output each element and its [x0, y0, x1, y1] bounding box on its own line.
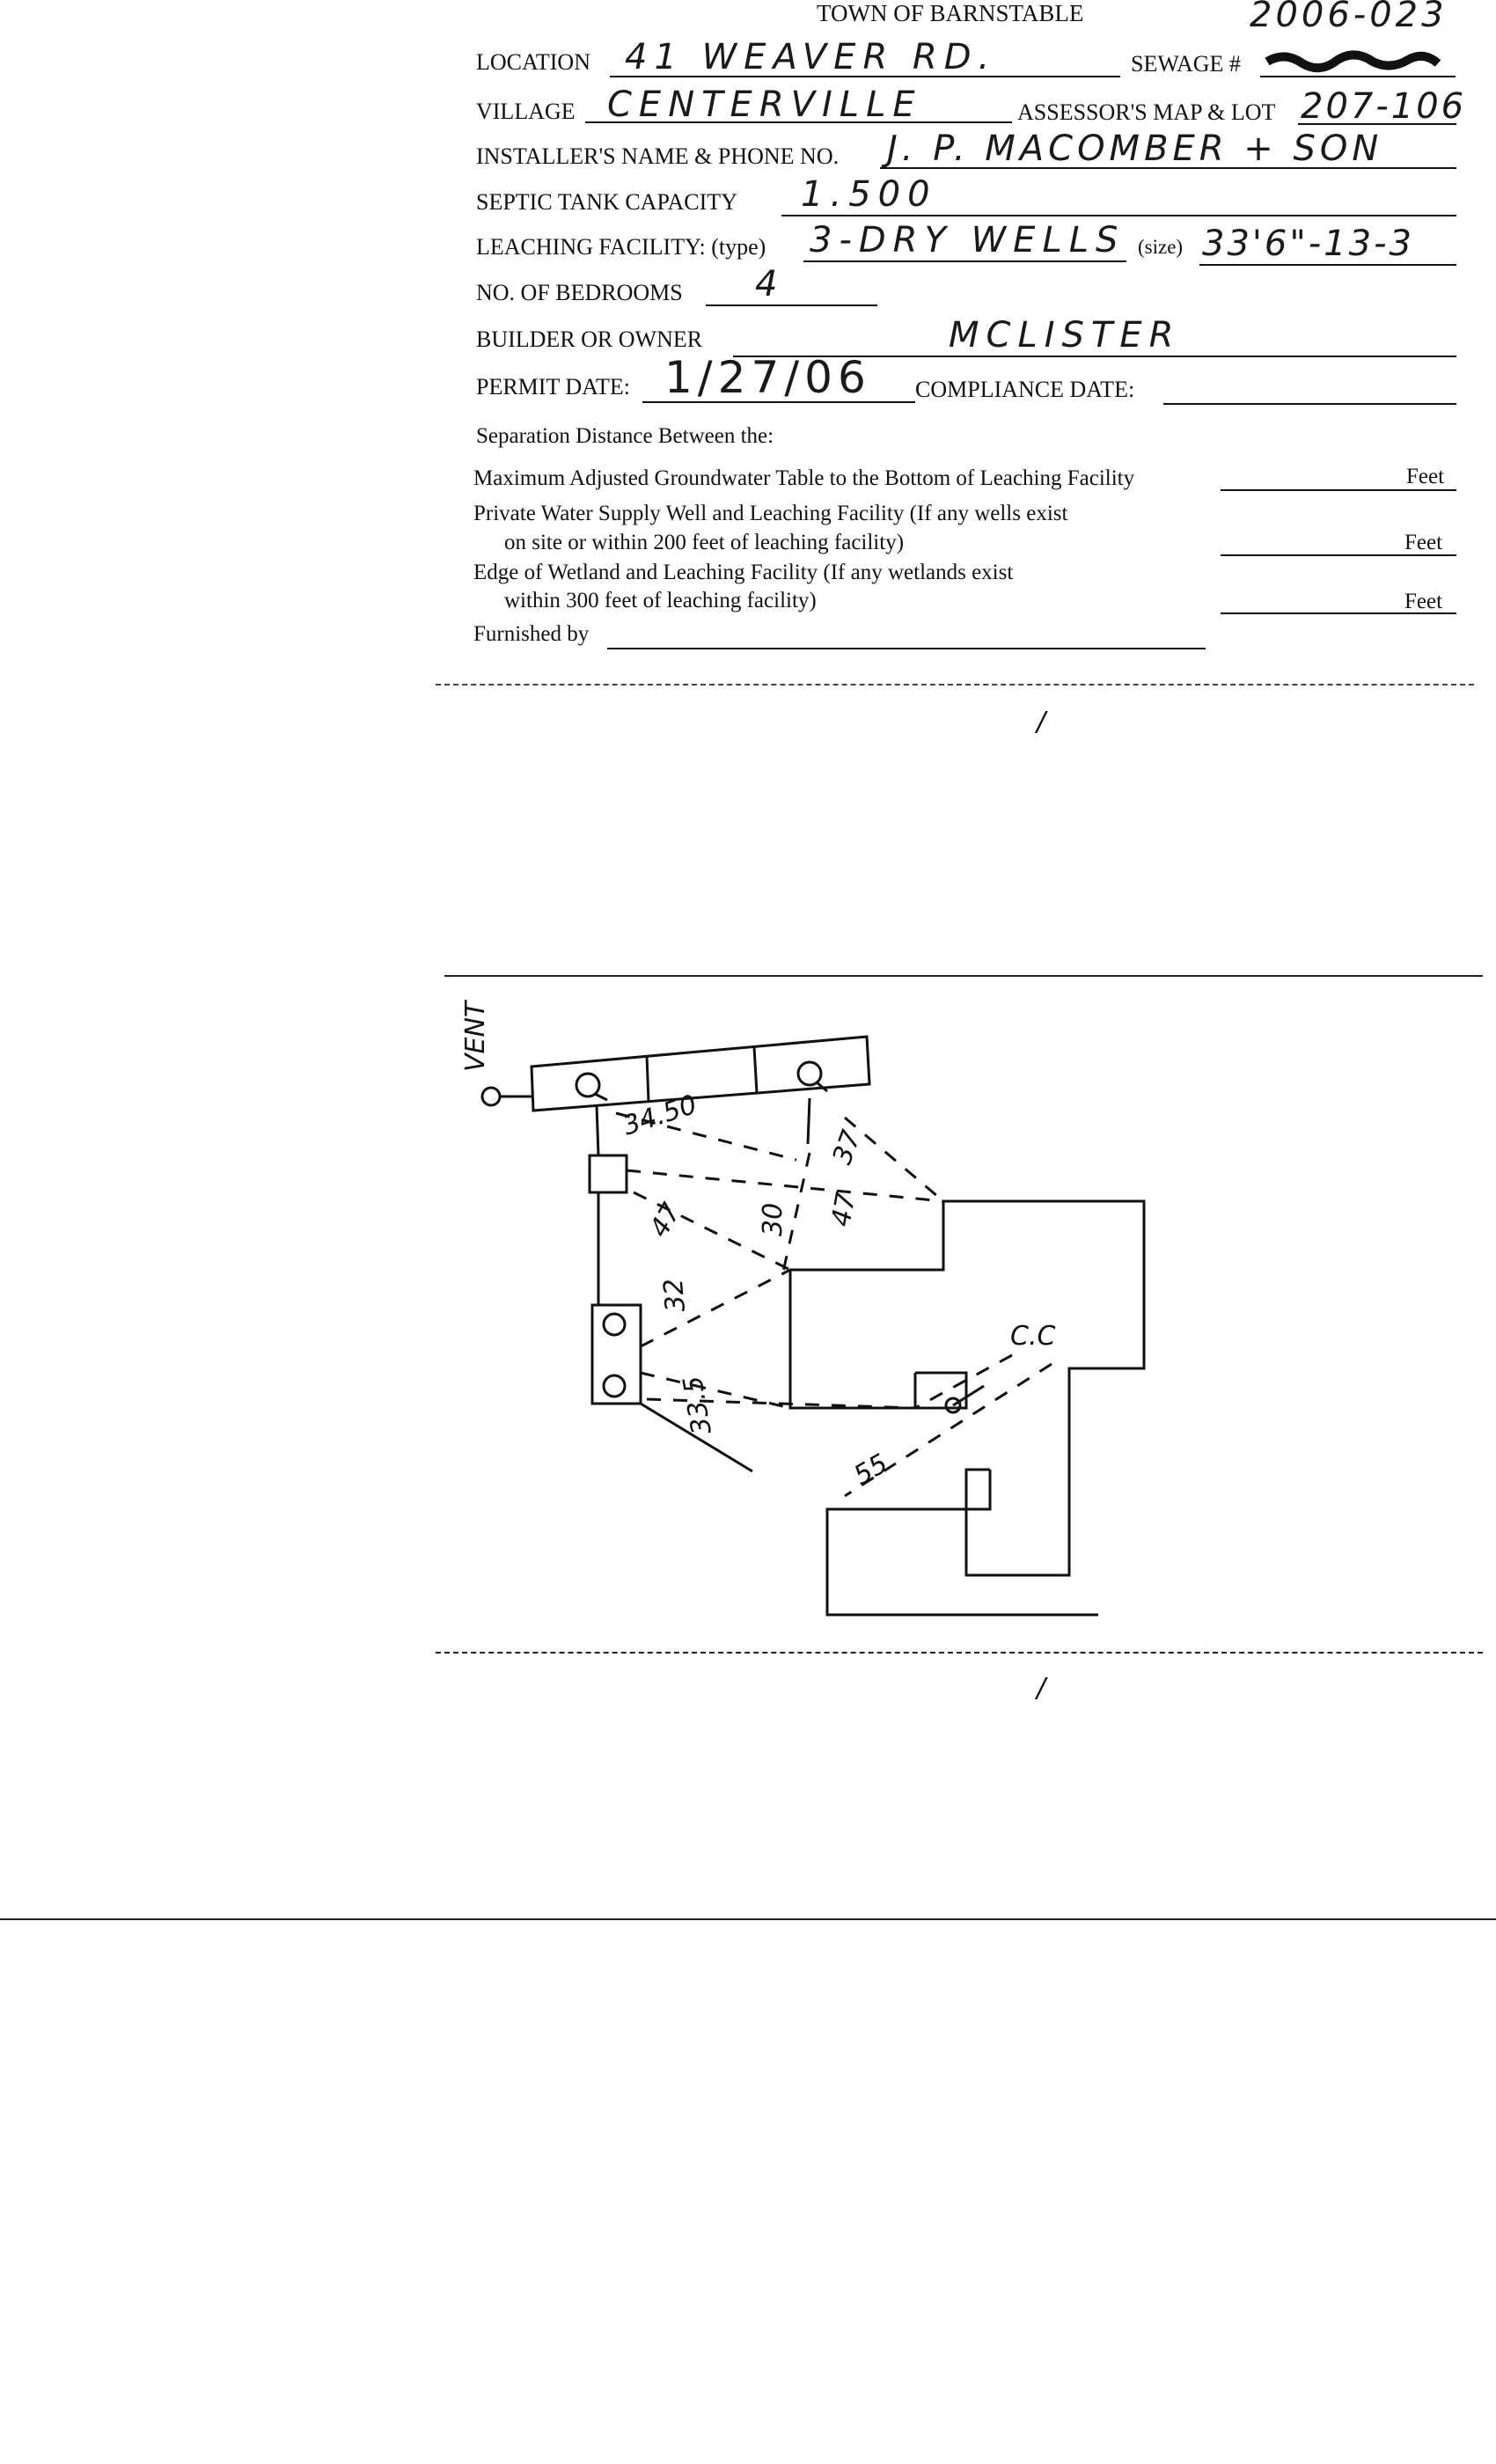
assessor-line [1298, 123, 1456, 125]
bedrooms-line [706, 304, 877, 306]
separation-row-3b: within 300 feet of leaching facility) [504, 589, 817, 612]
dist-label-6: 32 [658, 1277, 692, 1313]
installer-line [880, 167, 1456, 169]
leaching-wells [590, 1303, 753, 1473]
separation-row-1-line [1221, 489, 1456, 491]
dist-label-8: 55 [849, 1448, 894, 1492]
septic-value: 1.500 [801, 174, 937, 215]
dist-label-3: 47 [825, 1191, 862, 1229]
furnished-line [607, 648, 1206, 649]
separation-row-2-unit: Feet [1404, 531, 1443, 554]
sewage-line [1260, 76, 1456, 77]
permit-number: 2006-023 [1250, 0, 1448, 35]
location-value: 41 WEAVER RD. [625, 37, 997, 77]
leaching-type-line [803, 260, 1126, 262]
separation-row-3-unit: Feet [1404, 590, 1443, 613]
size-label: (size) [1138, 236, 1184, 258]
compliance-label: COMPLIANCE DATE: [915, 377, 1135, 402]
furnished-label: Furnished by [473, 622, 590, 646]
vent-label: VENT [460, 999, 491, 1072]
dist-label-4: 47 [644, 1198, 687, 1243]
separation-row-2-line [1221, 554, 1456, 556]
separation-row-1: Maximum Adjusted Groundwater Table to th… [473, 466, 1135, 490]
dist-label-7: 33.5 [678, 1374, 718, 1437]
builder-label: BUILDER OR OWNER [476, 326, 703, 352]
septic-label: SEPTIC TANK CAPACITY [476, 189, 737, 215]
village-line [585, 121, 1012, 123]
sketch-bottom-rule [436, 1652, 1483, 1654]
separation-row-2b: on site or within 200 feet of leaching f… [504, 531, 905, 554]
town-title: TOWN OF BARNSTABLE [817, 0, 1084, 26]
permit-date-line [642, 401, 915, 403]
leaching-type-value: 3-DRY WELLS [810, 220, 1126, 260]
permit-date-value: 1/27/06 [664, 352, 871, 403]
bedrooms-label: NO. OF BEDROOMS [476, 280, 683, 305]
house-outline [788, 1199, 1146, 1617]
size-line [1199, 264, 1456, 266]
sketch-top-rule [444, 975, 1483, 977]
separation-row-3a: Edge of Wetland and Leaching Facility (I… [473, 561, 1014, 584]
tank-assembly [480, 1035, 871, 1156]
section-divider-top [436, 684, 1474, 686]
sewage-label: SEWAGE # [1131, 51, 1241, 77]
village-value: CENTERVILLE [607, 84, 922, 125]
compliance-line [1163, 403, 1456, 405]
installer-value: J. P. MACOMBER + SON [887, 128, 1383, 169]
installer-label: INSTALLER'S NAME & PHONE NO. [476, 143, 840, 169]
cc-label: C.C [1010, 1321, 1055, 1352]
separation-row-2a: Private Water Supply Well and Leaching F… [473, 502, 1068, 525]
page-bottom-rule [0, 1918, 1496, 1920]
separation-row-3-line [1221, 612, 1456, 614]
dist-label-1: 34.50 [620, 1089, 701, 1142]
location-label: LOCATION [476, 49, 590, 75]
dist-label-5: 30 [758, 1203, 788, 1236]
bedrooms-value: 4 [755, 264, 785, 304]
assessor-label: ASSESSOR'S MAP & LOT [1017, 99, 1276, 125]
permit-date-label: PERMIT DATE: [476, 374, 631, 400]
location-line [610, 76, 1120, 77]
divider-mark-2: / [1034, 1673, 1048, 1704]
separation-row-1-unit: Feet [1406, 465, 1445, 488]
size-value: 33'6"-13-3 [1202, 224, 1414, 264]
divider-mark-1: / [1034, 707, 1048, 737]
leaching-label: LEACHING FACILITY: (type) [476, 234, 766, 260]
assessor-value: 207-106 [1301, 86, 1467, 127]
builder-value: MCLISTER [949, 315, 1181, 356]
village-label: VILLAGE [476, 99, 576, 124]
septic-line [781, 215, 1456, 216]
separation-heading: Separation Distance Between the: [476, 424, 774, 448]
distribution-box [588, 1154, 628, 1305]
dist-label-2: 37 [827, 1126, 868, 1169]
builder-line [733, 356, 1456, 357]
measurement-lines [615, 1111, 1052, 1498]
